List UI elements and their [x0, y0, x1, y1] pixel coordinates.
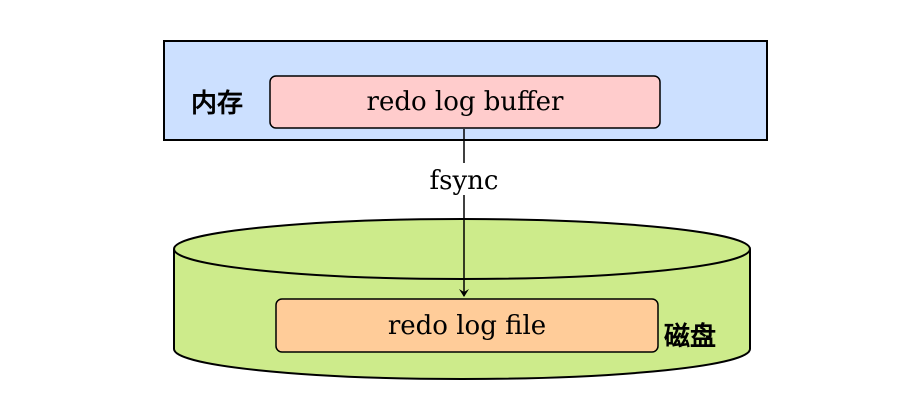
- redo-log-buffer-label: redo log buffer: [367, 87, 565, 117]
- disk-top: [173, 218, 751, 280]
- fsync-label-background: [424, 163, 506, 195]
- fsync-connector: fsync: [424, 129, 506, 297]
- memory-region: 内存 redo log buffer: [163, 40, 768, 141]
- fsync-label: fsync: [430, 166, 499, 196]
- redo-log-buffer-box: [269, 75, 661, 129]
- redo-log-file-box: [275, 298, 659, 353]
- redo-log-file-label: redo log file: [388, 311, 546, 341]
- memory-label: 内存: [191, 89, 243, 119]
- disk-cylinder: redo log file 磁盘: [173, 218, 751, 380]
- disk-label: 磁盘: [664, 321, 716, 352]
